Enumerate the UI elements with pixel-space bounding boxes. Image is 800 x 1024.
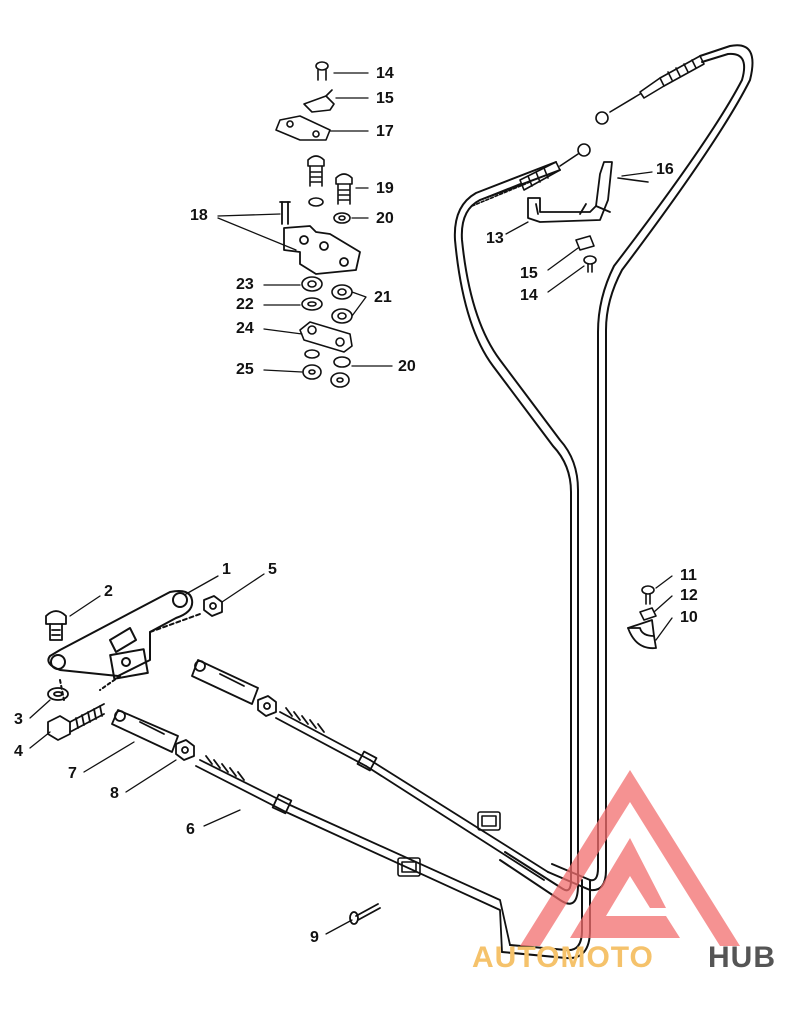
callout-3: 3	[14, 711, 23, 728]
callout-17: 17	[376, 123, 394, 140]
logo-text-hub: HUB	[708, 941, 776, 974]
bracket-plate-18	[279, 201, 361, 275]
nuts-21	[331, 284, 353, 324]
leader-lines	[29, 72, 673, 935]
bolt-2	[45, 610, 67, 641]
callout-9: 9	[310, 929, 319, 946]
callout-25: 25	[236, 361, 254, 378]
nuts-25	[302, 364, 350, 388]
callout-14-right: 14	[520, 287, 538, 304]
callout-8: 8	[110, 785, 119, 802]
callout-5: 5	[268, 561, 277, 578]
screw-14-right	[583, 255, 597, 273]
callout-2: 2	[104, 583, 113, 600]
screw-11	[641, 585, 655, 605]
rod-end-upper	[191, 659, 259, 705]
callout-16: 16	[656, 161, 674, 178]
callout-7: 7	[68, 765, 77, 782]
cable-end-fitting-upper	[471, 55, 705, 207]
callout-23: 23	[236, 276, 254, 293]
pin-16	[617, 177, 649, 183]
callout-19: 19	[376, 180, 394, 197]
hex-nut-5	[203, 595, 223, 617]
screw-14-top	[315, 61, 329, 81]
callout-15-top: 15	[376, 90, 394, 107]
callout-1: 1	[222, 561, 231, 578]
callout-11: 11	[680, 567, 697, 584]
bracket-13	[527, 161, 613, 223]
hex-nut-upper	[257, 695, 277, 717]
washer-22	[301, 297, 323, 311]
plate-17	[275, 115, 331, 141]
callout-22: 22	[236, 296, 254, 313]
cable-guide-clips	[397, 811, 501, 877]
callout-4: 4	[14, 743, 23, 760]
clamp-10	[627, 619, 657, 650]
logo-triangle-inner	[570, 838, 680, 938]
logo-triangle-outer	[520, 770, 740, 946]
callout-10: 10	[680, 609, 698, 626]
bolt-left-top	[307, 155, 325, 207]
push-pull-cable-6	[195, 755, 511, 953]
clip-15-right	[575, 235, 595, 251]
callout-12: 12	[680, 587, 698, 604]
washer-12	[639, 607, 657, 621]
callout-20-top: 20	[376, 210, 394, 227]
automotohub-logo	[520, 770, 740, 946]
lever-arm-1	[47, 590, 201, 701]
callout-6: 6	[186, 821, 195, 838]
logo-text-automoto: AUTOMOTO	[472, 941, 654, 974]
callout-20-bottom: 20	[398, 358, 416, 375]
bolt-19	[335, 173, 353, 205]
callout-24: 24	[236, 320, 254, 337]
callout-15-right: 15	[520, 265, 538, 282]
hex-nut-8	[175, 739, 195, 761]
callout-21: 21	[374, 289, 392, 306]
rod-end-7	[111, 709, 179, 753]
callout-18: 18	[190, 207, 208, 224]
nut-3	[47, 687, 69, 701]
callout-14-top: 14	[376, 65, 394, 82]
link-plate-24	[299, 321, 353, 353]
nut-23	[301, 276, 323, 292]
washer-20-bottom	[304, 349, 351, 368]
push-pull-cable-upper-rod	[275, 707, 549, 881]
clip-15-top	[303, 89, 335, 113]
washer-20-top	[333, 212, 351, 224]
screw-9	[349, 903, 381, 925]
bolt-4	[47, 703, 105, 741]
callout-13: 13	[486, 230, 504, 247]
